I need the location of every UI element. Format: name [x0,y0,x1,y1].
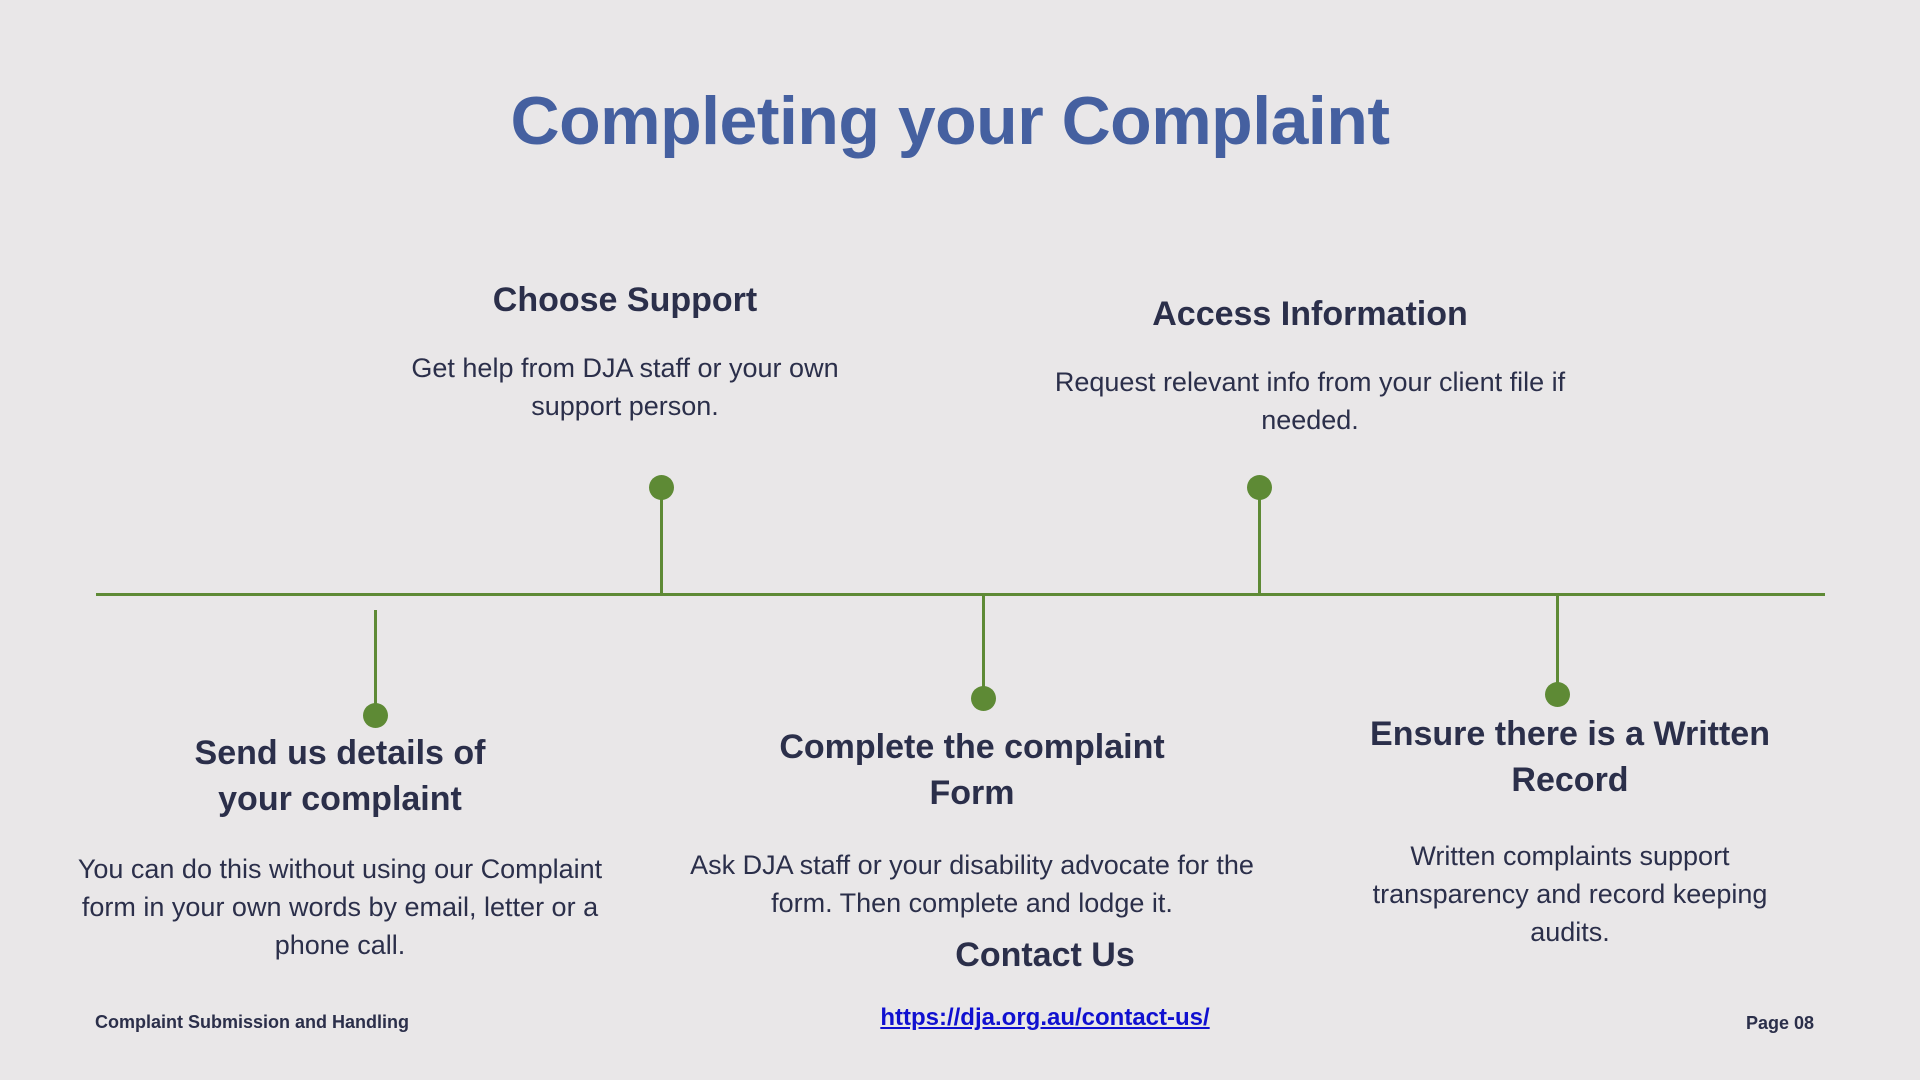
timeline-stem-3 [982,594,985,692]
step-heading: Choose Support [492,281,758,319]
timeline-marker-3 [971,686,996,711]
step-description: Get help from DJA staff or your own supp… [411,353,839,421]
timeline-stem-5 [1556,594,1559,689]
step-heading: Ensure there is a Written Record [1370,715,1770,799]
contact-heading: Contact Us [955,936,1135,974]
timeline-line [96,593,1825,596]
page-number: Page 08 [1745,1013,1814,1033]
timeline-marker-4 [1247,475,1272,500]
step-description: Ask DJA staff or your disability advocat… [690,850,1254,918]
timeline-stem-1 [374,610,377,710]
timeline-step-5: Ensure there is a Written Record Written… [1340,711,1800,951]
contact-link[interactable]: https://dja.org.au/contact-us/ [880,1004,1210,1031]
timeline-step-2: Choose Support Get help from DJA staff o… [370,277,880,425]
timeline-marker-5 [1545,682,1570,707]
timeline-stem-4 [1258,488,1261,594]
step-heading: Access Information [1152,295,1468,333]
timeline-marker-1 [363,703,388,728]
step-heading: Send us details of your complaint [194,734,486,818]
step-heading: Complete the complaint Form [779,728,1165,812]
timeline-step-3: Complete the complaint Form Ask DJA staf… [682,724,1262,922]
timeline-marker-2 [649,475,674,500]
timeline-step-1: Send us details of your complaint You ca… [60,730,620,964]
timeline-step-4: Access Information Request relevant info… [1015,291,1605,439]
step-description: Written complaints support transparency … [1372,841,1768,947]
page-title: Completing your Complaint [510,83,1390,159]
step-description: Request relevant info from your client f… [1054,367,1566,435]
step-description: You can do this without using our Compla… [77,854,603,960]
footer-title: Complaint Submission and Handling [95,1012,410,1032]
timeline-stem-2 [660,488,663,594]
